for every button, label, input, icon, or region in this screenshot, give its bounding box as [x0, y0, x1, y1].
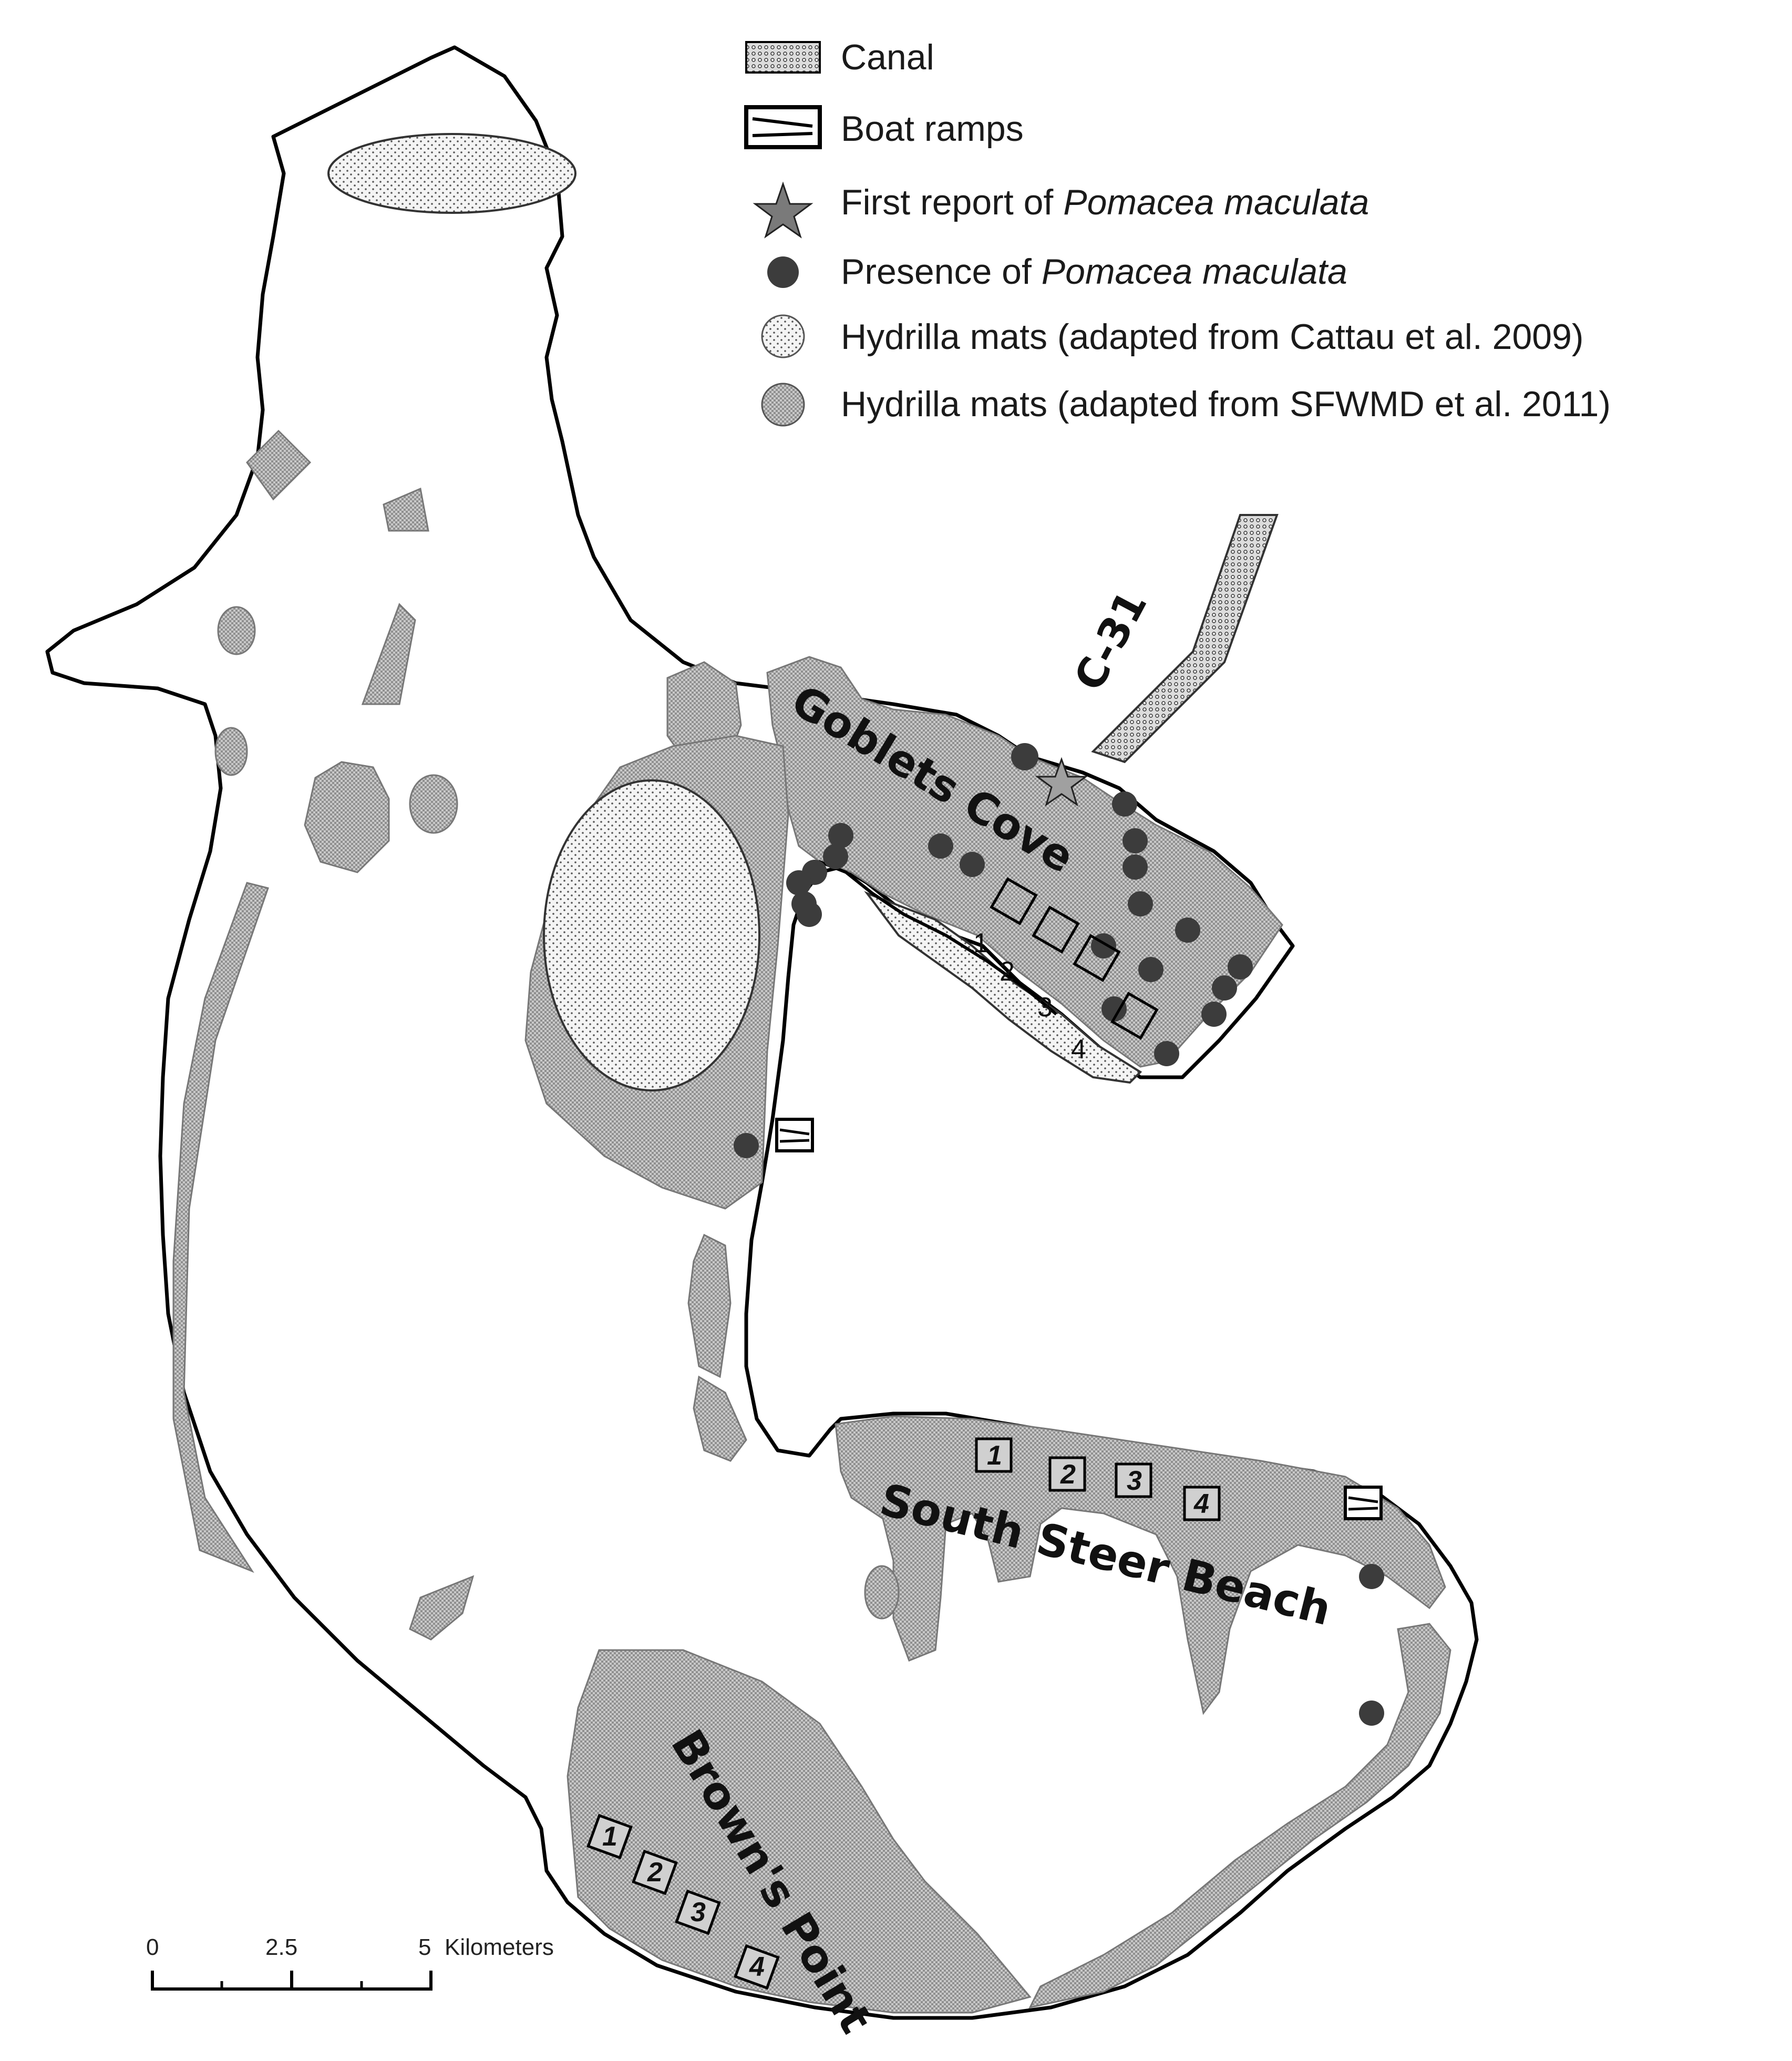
goblets-site-1: 1 — [973, 928, 988, 959]
legend-star-icon — [753, 181, 813, 239]
south-steer-site-boxes — [975, 1437, 1221, 1521]
place-label-c31: C-31 — [1065, 583, 1156, 698]
boat-ramp-icon-2 — [1344, 1486, 1383, 1520]
scale-bar: 0 2.5 5 Kilometers — [146, 1934, 554, 1991]
legend-hydrilla-sfwmd-label: Hydrilla mats (adapted from SFWMD et al.… — [841, 384, 1611, 424]
boat-ramp-icon-1 — [775, 1118, 814, 1152]
browns-site-3: 3 — [691, 1897, 706, 1928]
scale-tick-2-5: 2.5 — [265, 1934, 297, 1960]
legend-presence-dot-icon — [767, 256, 799, 288]
legend-first-report-label: First report of Pomacea maculata — [841, 182, 1369, 222]
browns-site-1: 1 — [602, 1821, 617, 1852]
goblets-site-4: 4 — [1071, 1034, 1086, 1065]
legend-boat-ramps-label: Boat ramps — [841, 109, 1024, 149]
scale-tick-5: 5 — [418, 1934, 431, 1960]
goblets-site-2: 2 — [1000, 956, 1015, 987]
south-steer-site-2: 2 — [1060, 1459, 1076, 1490]
legend-canal-label: Canal — [841, 37, 934, 77]
legend-hydrilla-cattau-label: Hydrilla mats (adapted from Cattau et al… — [841, 317, 1584, 357]
browns-site-2: 2 — [647, 1857, 663, 1888]
presence-dots — [734, 743, 1384, 1726]
south-steer-site-4: 4 — [1193, 1489, 1209, 1519]
legend-presence-label: Presence of Pomacea maculata — [841, 252, 1347, 292]
legend-sfwmd-swatch — [761, 383, 805, 427]
goblets-site-3: 3 — [1037, 992, 1053, 1023]
south-steer-site-3: 3 — [1127, 1466, 1142, 1496]
canal-c31 — [1091, 514, 1279, 764]
browns-site-boxes — [586, 1813, 780, 1990]
hydrilla-mats-cattau — [327, 133, 1142, 1091]
legend-boat-ramp-icon — [744, 105, 822, 149]
goblets-site-boxes — [990, 877, 1159, 1040]
legend: Canal Boat ramps First report of Pomacea… — [744, 37, 1611, 427]
first-report-star-icon — [1035, 757, 1088, 807]
south-steer-site-1: 1 — [987, 1440, 1002, 1471]
legend-cattau-swatch — [761, 314, 805, 358]
scale-tick-0: 0 — [146, 1934, 159, 1960]
legend-canal-swatch — [745, 41, 821, 74]
browns-site-4: 4 — [749, 1952, 765, 1982]
scale-unit-label: Kilometers — [445, 1934, 554, 1960]
